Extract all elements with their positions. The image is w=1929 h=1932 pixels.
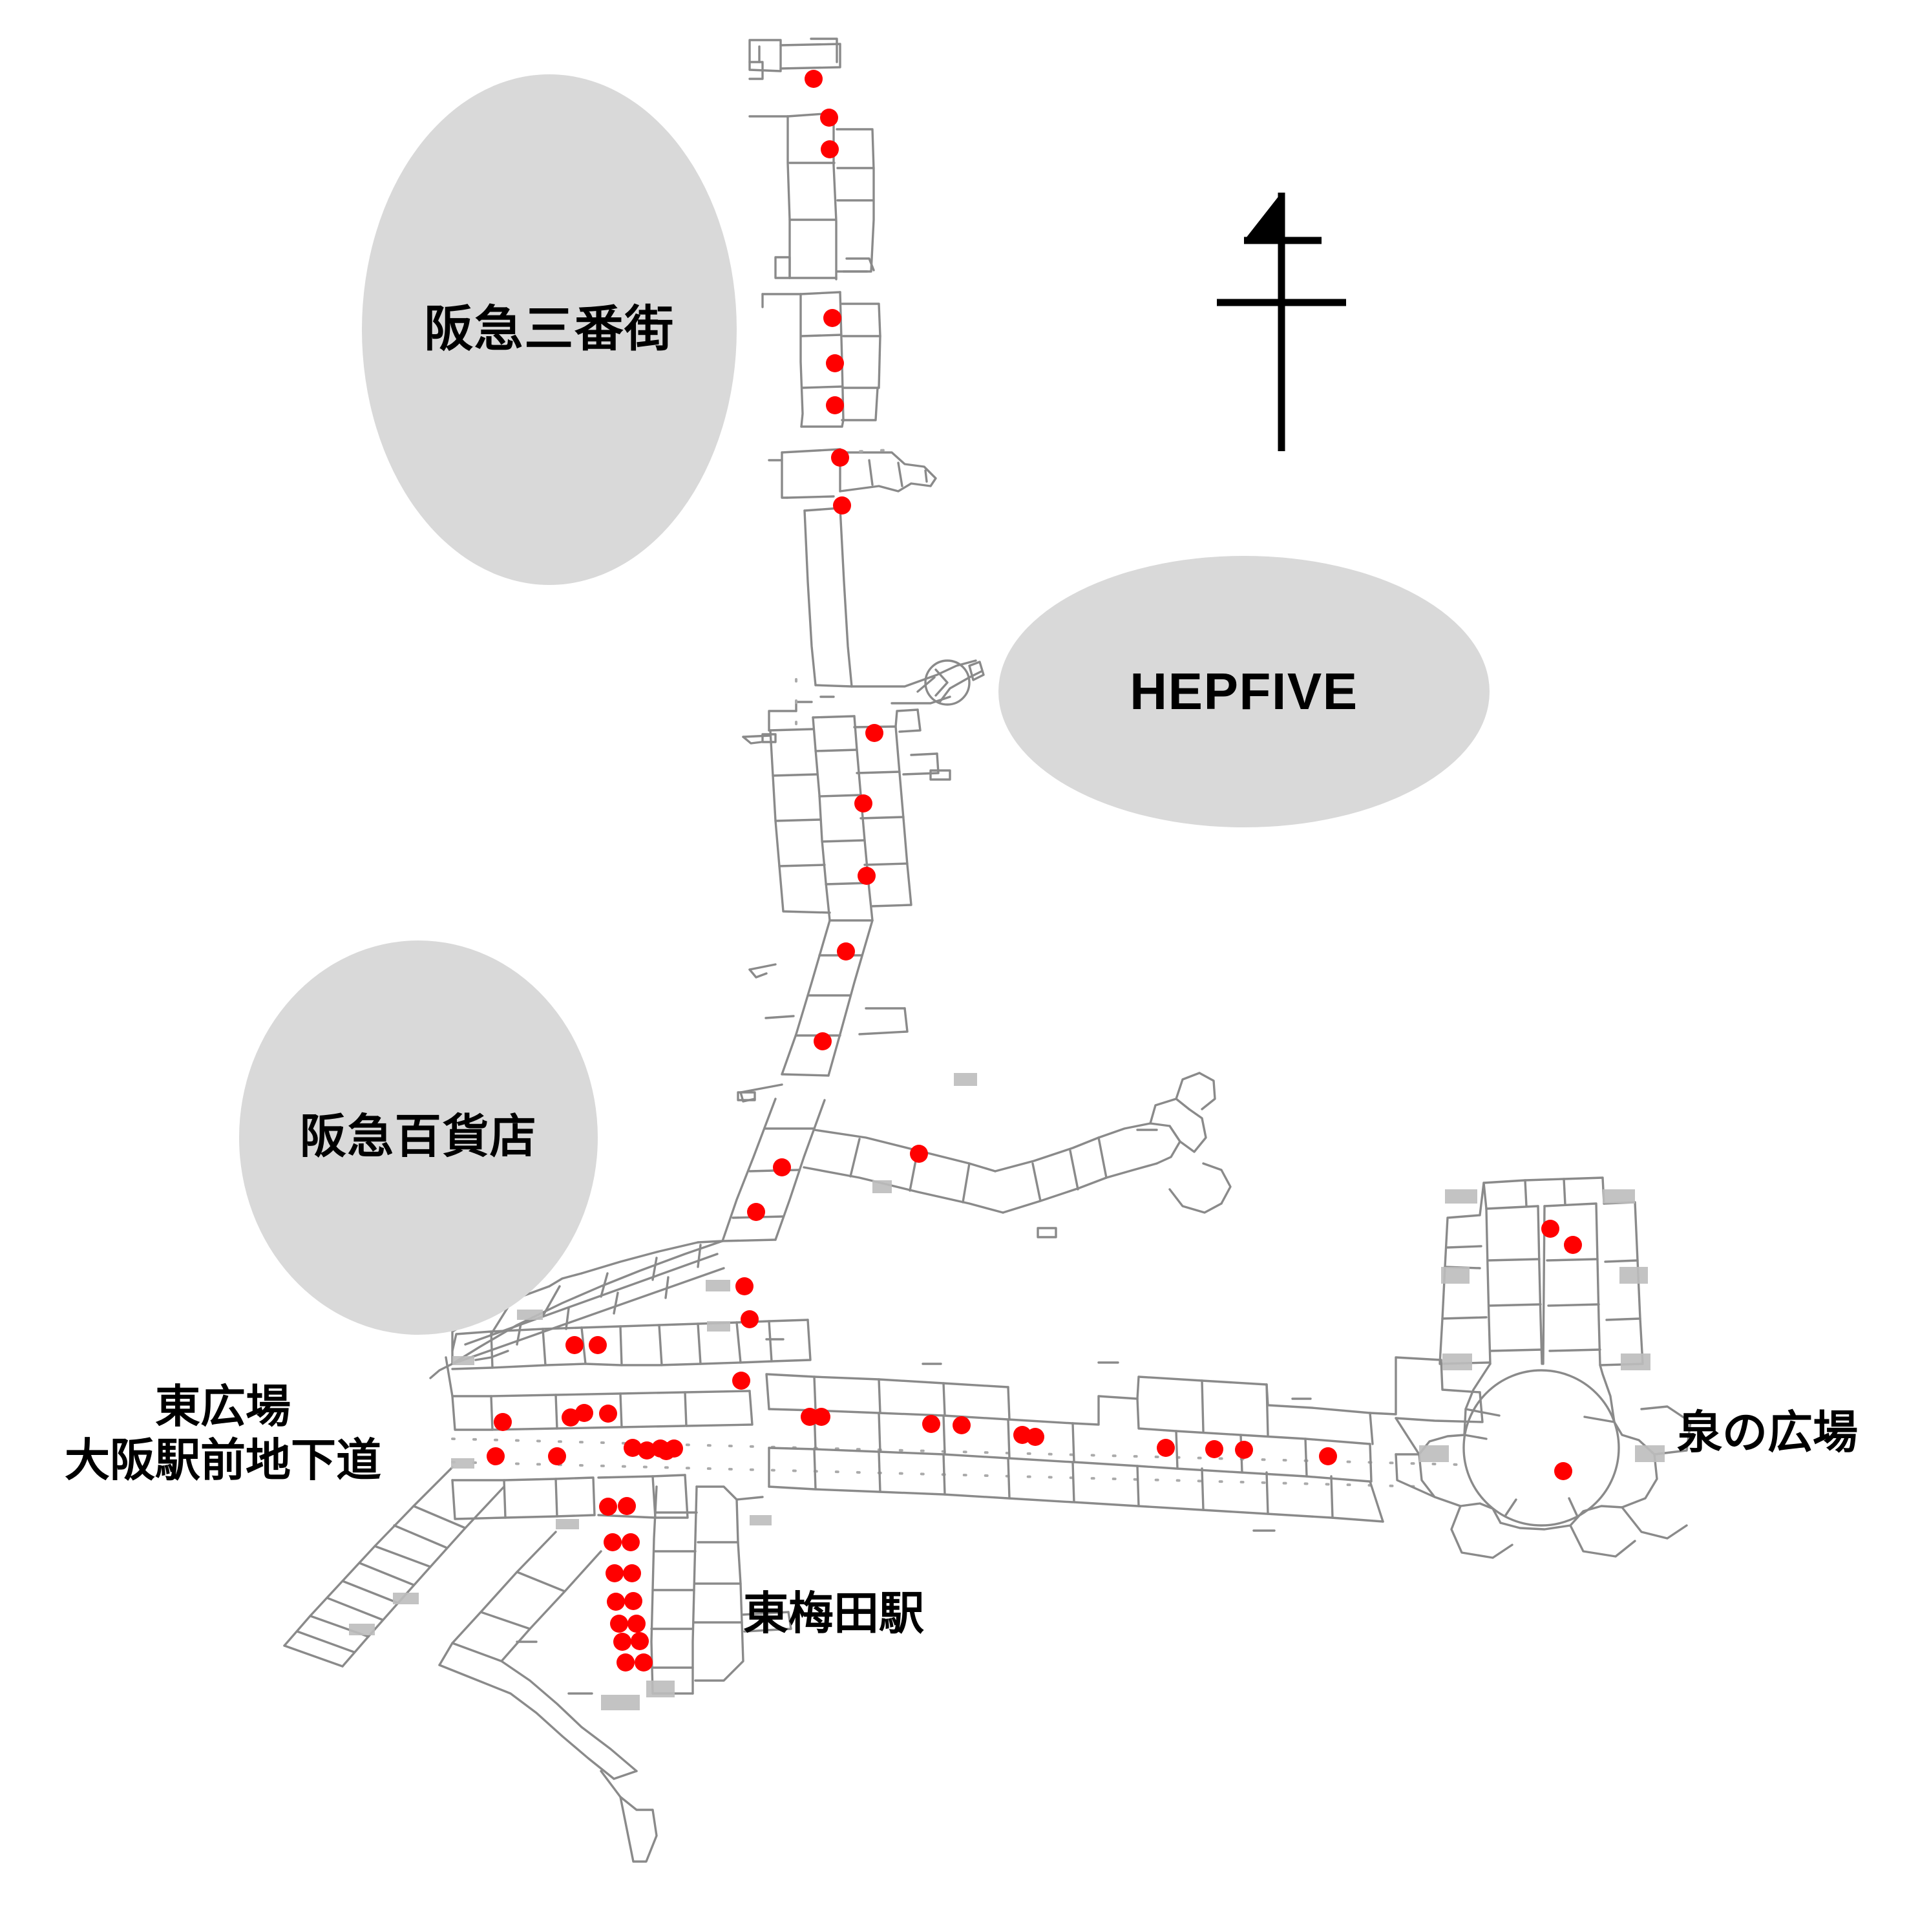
map-marker[interactable] <box>548 1447 566 1465</box>
map-marker[interactable] <box>606 1564 624 1582</box>
zone-label: 阪急三番街 <box>424 302 675 357</box>
map-marker[interactable] <box>657 1442 675 1460</box>
map-marker[interactable] <box>831 449 849 467</box>
zone-label: 阪急百貨店 <box>299 1111 538 1163</box>
map-marker[interactable] <box>837 942 855 961</box>
map-marker[interactable] <box>814 1032 832 1050</box>
map-marker[interactable] <box>922 1415 940 1433</box>
map-marker[interactable] <box>1026 1428 1044 1446</box>
map-marker[interactable] <box>599 1405 617 1423</box>
map-marker[interactable] <box>858 867 876 885</box>
map-marker[interactable] <box>821 140 839 158</box>
map-marker[interactable] <box>1235 1441 1253 1459</box>
map-marker[interactable] <box>1157 1439 1175 1457</box>
map-marker[interactable] <box>624 1592 642 1610</box>
map-marker[interactable] <box>638 1441 656 1460</box>
map-marker[interactable] <box>487 1447 505 1465</box>
map-marker[interactable] <box>1541 1220 1559 1238</box>
map-marker[interactable] <box>575 1404 593 1422</box>
map-marker[interactable] <box>610 1615 628 1633</box>
map-marker[interactable] <box>607 1593 625 1611</box>
zone-hankyu-department-store: 阪急百貨店 <box>239 940 598 1335</box>
map-marker[interactable] <box>623 1564 641 1582</box>
map-marker[interactable] <box>773 1158 791 1176</box>
map-marker[interactable] <box>1205 1440 1223 1458</box>
map-marker[interactable] <box>618 1497 636 1515</box>
map-marker[interactable] <box>833 496 851 515</box>
map-marker[interactable] <box>735 1277 754 1295</box>
map-marker[interactable] <box>820 109 838 127</box>
map-marker[interactable] <box>599 1498 617 1516</box>
map-marker[interactable] <box>589 1336 607 1354</box>
map-marker[interactable] <box>631 1632 649 1650</box>
map-marker[interactable] <box>627 1615 646 1633</box>
map-marker[interactable] <box>823 309 841 327</box>
map-marker[interactable] <box>910 1145 928 1163</box>
map-marker[interactable] <box>805 70 823 88</box>
map-marker[interactable] <box>604 1533 622 1551</box>
map-marker[interactable] <box>1319 1447 1337 1465</box>
map-marker[interactable] <box>812 1408 830 1426</box>
north-arrow-icon <box>1217 193 1346 451</box>
label-izumi-no-hiroba: 泉の広場 <box>1677 1407 1858 1458</box>
map-marker[interactable] <box>953 1416 971 1434</box>
map-marker[interactable] <box>565 1336 584 1354</box>
map-marker[interactable] <box>865 724 883 742</box>
map-marker[interactable] <box>1554 1462 1572 1480</box>
zone-hankyu-sanbangai: 阪急三番街 <box>362 74 737 585</box>
label-higashi-hiroba: 東広場 大阪駅前地下道 <box>65 1381 381 1485</box>
map-marker[interactable] <box>826 396 844 414</box>
zone-label: HEPFIVE <box>1130 663 1358 720</box>
map-marker[interactable] <box>826 354 844 372</box>
map-marker[interactable] <box>494 1413 512 1431</box>
map-marker[interactable] <box>635 1653 653 1672</box>
map-marker[interactable] <box>747 1203 765 1221</box>
map-marker[interactable] <box>732 1372 750 1390</box>
map-marker[interactable] <box>1564 1236 1582 1254</box>
zone-hepfive: HEPFIVE <box>998 556 1490 827</box>
label-higashi-umeda-station: 東梅田駅 <box>743 1588 924 1639</box>
map-marker[interactable] <box>613 1633 631 1651</box>
map-marker[interactable] <box>617 1653 635 1672</box>
map-marker[interactable] <box>741 1310 759 1328</box>
map-marker[interactable] <box>854 794 872 812</box>
map-marker[interactable] <box>622 1533 640 1551</box>
